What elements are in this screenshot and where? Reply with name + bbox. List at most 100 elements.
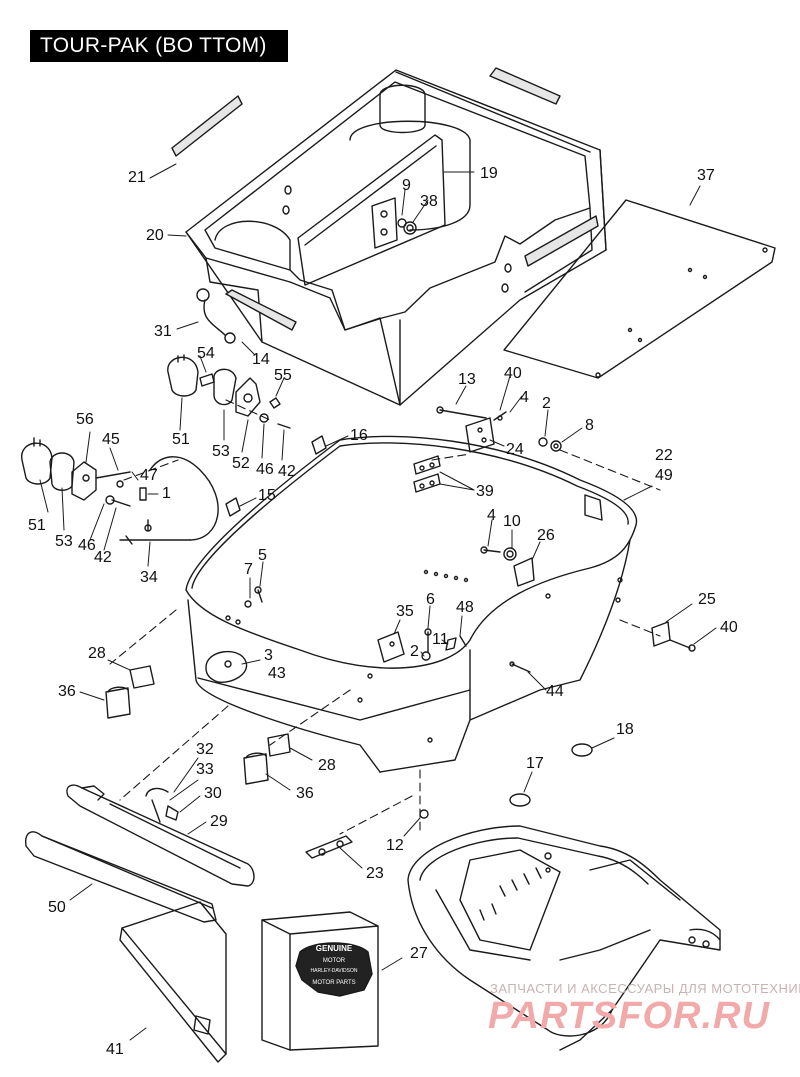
- callout-54: 54: [197, 345, 215, 362]
- callout-5: 5: [258, 547, 267, 564]
- washers: [538, 437, 562, 452]
- callout-4-upper: 4: [520, 389, 529, 406]
- mounting-rack: [407, 825, 721, 1051]
- callout-28-right: 28: [318, 757, 336, 774]
- callout-26: 26: [537, 527, 555, 544]
- rear-bumper: [66, 784, 255, 887]
- bolt-set: [421, 628, 467, 661]
- badge-genuine: GENUINE: [316, 944, 353, 953]
- badge-motor-parts: MOTOR PARTS: [312, 980, 355, 986]
- callout-6: 6: [426, 591, 435, 608]
- callout-44: 44: [546, 683, 564, 700]
- callout-46-upper: 46: [256, 461, 274, 478]
- callout-53-upper: 53: [212, 443, 230, 460]
- callout-22: 22: [655, 447, 673, 464]
- callout-39: 39: [476, 483, 494, 500]
- callout-31: 31: [154, 323, 172, 340]
- callout-18: 18: [616, 721, 634, 738]
- callout-2-upper: 2: [542, 395, 551, 412]
- callout-52: 52: [232, 455, 250, 472]
- callout-15: 15: [258, 487, 276, 504]
- support-bracket: [377, 631, 405, 663]
- callout-37: 37: [697, 167, 715, 184]
- callout-leaders: [39, 163, 717, 1041]
- drain-grommet: [205, 650, 248, 683]
- callout-17: 17: [526, 755, 544, 772]
- callout-16: 16: [350, 427, 368, 444]
- callout-40-upper: 40: [504, 365, 522, 382]
- hinge: [436, 406, 507, 453]
- callout-24: 24: [506, 441, 524, 458]
- callout-45: 45: [102, 431, 120, 448]
- callout-12: 12: [386, 837, 404, 854]
- callout-29: 29: [210, 813, 228, 830]
- latch-bracket: [480, 546, 535, 587]
- callout-33: 33: [196, 761, 214, 778]
- callout-27: 27: [410, 945, 428, 962]
- callout-labels: 21 20 19 9 38 37 31 54 14 55 51 53 52 46…: [28, 165, 738, 1058]
- case-bottom: [185, 435, 638, 773]
- adhesive-pads: [171, 67, 599, 331]
- lock-assembly-upper: [167, 354, 291, 429]
- callout-38: 38: [420, 193, 438, 210]
- callout-49: 49: [655, 467, 673, 484]
- callout-36-right: 36: [296, 785, 314, 802]
- callout-48: 48: [456, 599, 474, 616]
- callout-28-left: 28: [88, 645, 106, 662]
- callout-34: 34: [140, 569, 158, 586]
- lanyard-cable: [196, 288, 236, 344]
- callout-53-lower: 53: [55, 533, 73, 550]
- latches: [105, 665, 291, 785]
- badge-motor: MOTOR: [323, 958, 346, 964]
- callout-40-lower: 40: [720, 619, 738, 636]
- callout-11: 11: [432, 631, 449, 648]
- reflector-strip: [25, 831, 217, 923]
- badge-brand: HARLEY-DAVIDSON: [311, 968, 358, 974]
- page-title: TOUR-PAK (BO TTOM): [30, 30, 288, 62]
- callout-35: 35: [396, 603, 414, 620]
- callout-20: 20: [146, 227, 164, 244]
- watermark-subtitle: ЗАПЧАСТИ И АКСЕССУАРЫ ДЛЯ МОТОТЕХНИКИ: [490, 981, 800, 996]
- callout-2-lower: 2: [410, 643, 419, 660]
- callout-32: 32: [196, 741, 214, 758]
- owners-manual: [119, 901, 227, 1063]
- release-cable: [119, 456, 219, 545]
- callout-56: 56: [76, 411, 94, 428]
- callout-14: 14: [252, 351, 270, 368]
- rear-plate: [651, 621, 696, 652]
- callout-42-lower: 42: [94, 549, 112, 566]
- callout-9: 9: [402, 177, 411, 194]
- callout-41: 41: [106, 1041, 124, 1058]
- stud-and-nut: [397, 218, 417, 235]
- caps: [509, 743, 593, 807]
- parts-box: [261, 911, 379, 1051]
- parts-box-badge: GENUINE MOTOR HARLEY-DAVIDSON MOTOR PART…: [311, 944, 358, 986]
- callout-43: 43: [268, 665, 286, 682]
- callout-36-left: 36: [58, 683, 76, 700]
- callout-30: 30: [204, 785, 222, 802]
- callout-55: 55: [274, 367, 292, 384]
- callout-1: 1: [162, 485, 171, 502]
- callout-51-upper: 51: [172, 431, 190, 448]
- callout-47: 47: [140, 467, 158, 484]
- dashed-leaders: [109, 399, 661, 835]
- clips: [225, 435, 327, 517]
- callout-10: 10: [503, 513, 521, 530]
- hinge-plates: [413, 455, 441, 493]
- callout-51-lower: 51: [28, 517, 46, 534]
- callout-7: 7: [244, 561, 253, 578]
- callout-8: 8: [585, 417, 594, 434]
- screw-44: [509, 661, 531, 673]
- callout-21: 21: [128, 169, 146, 186]
- callout-50: 50: [48, 899, 66, 916]
- mount-bracket: [305, 809, 429, 859]
- callout-46-lower: 46: [78, 537, 96, 554]
- callout-13: 13: [458, 371, 476, 388]
- lock-assembly-lower: [21, 437, 147, 507]
- watermark-logo: PARTSFOR.RU: [488, 995, 770, 1037]
- screws: [244, 586, 263, 608]
- callout-42-upper: 42: [278, 463, 296, 480]
- callout-25: 25: [698, 591, 716, 608]
- upper-tray: [185, 69, 607, 406]
